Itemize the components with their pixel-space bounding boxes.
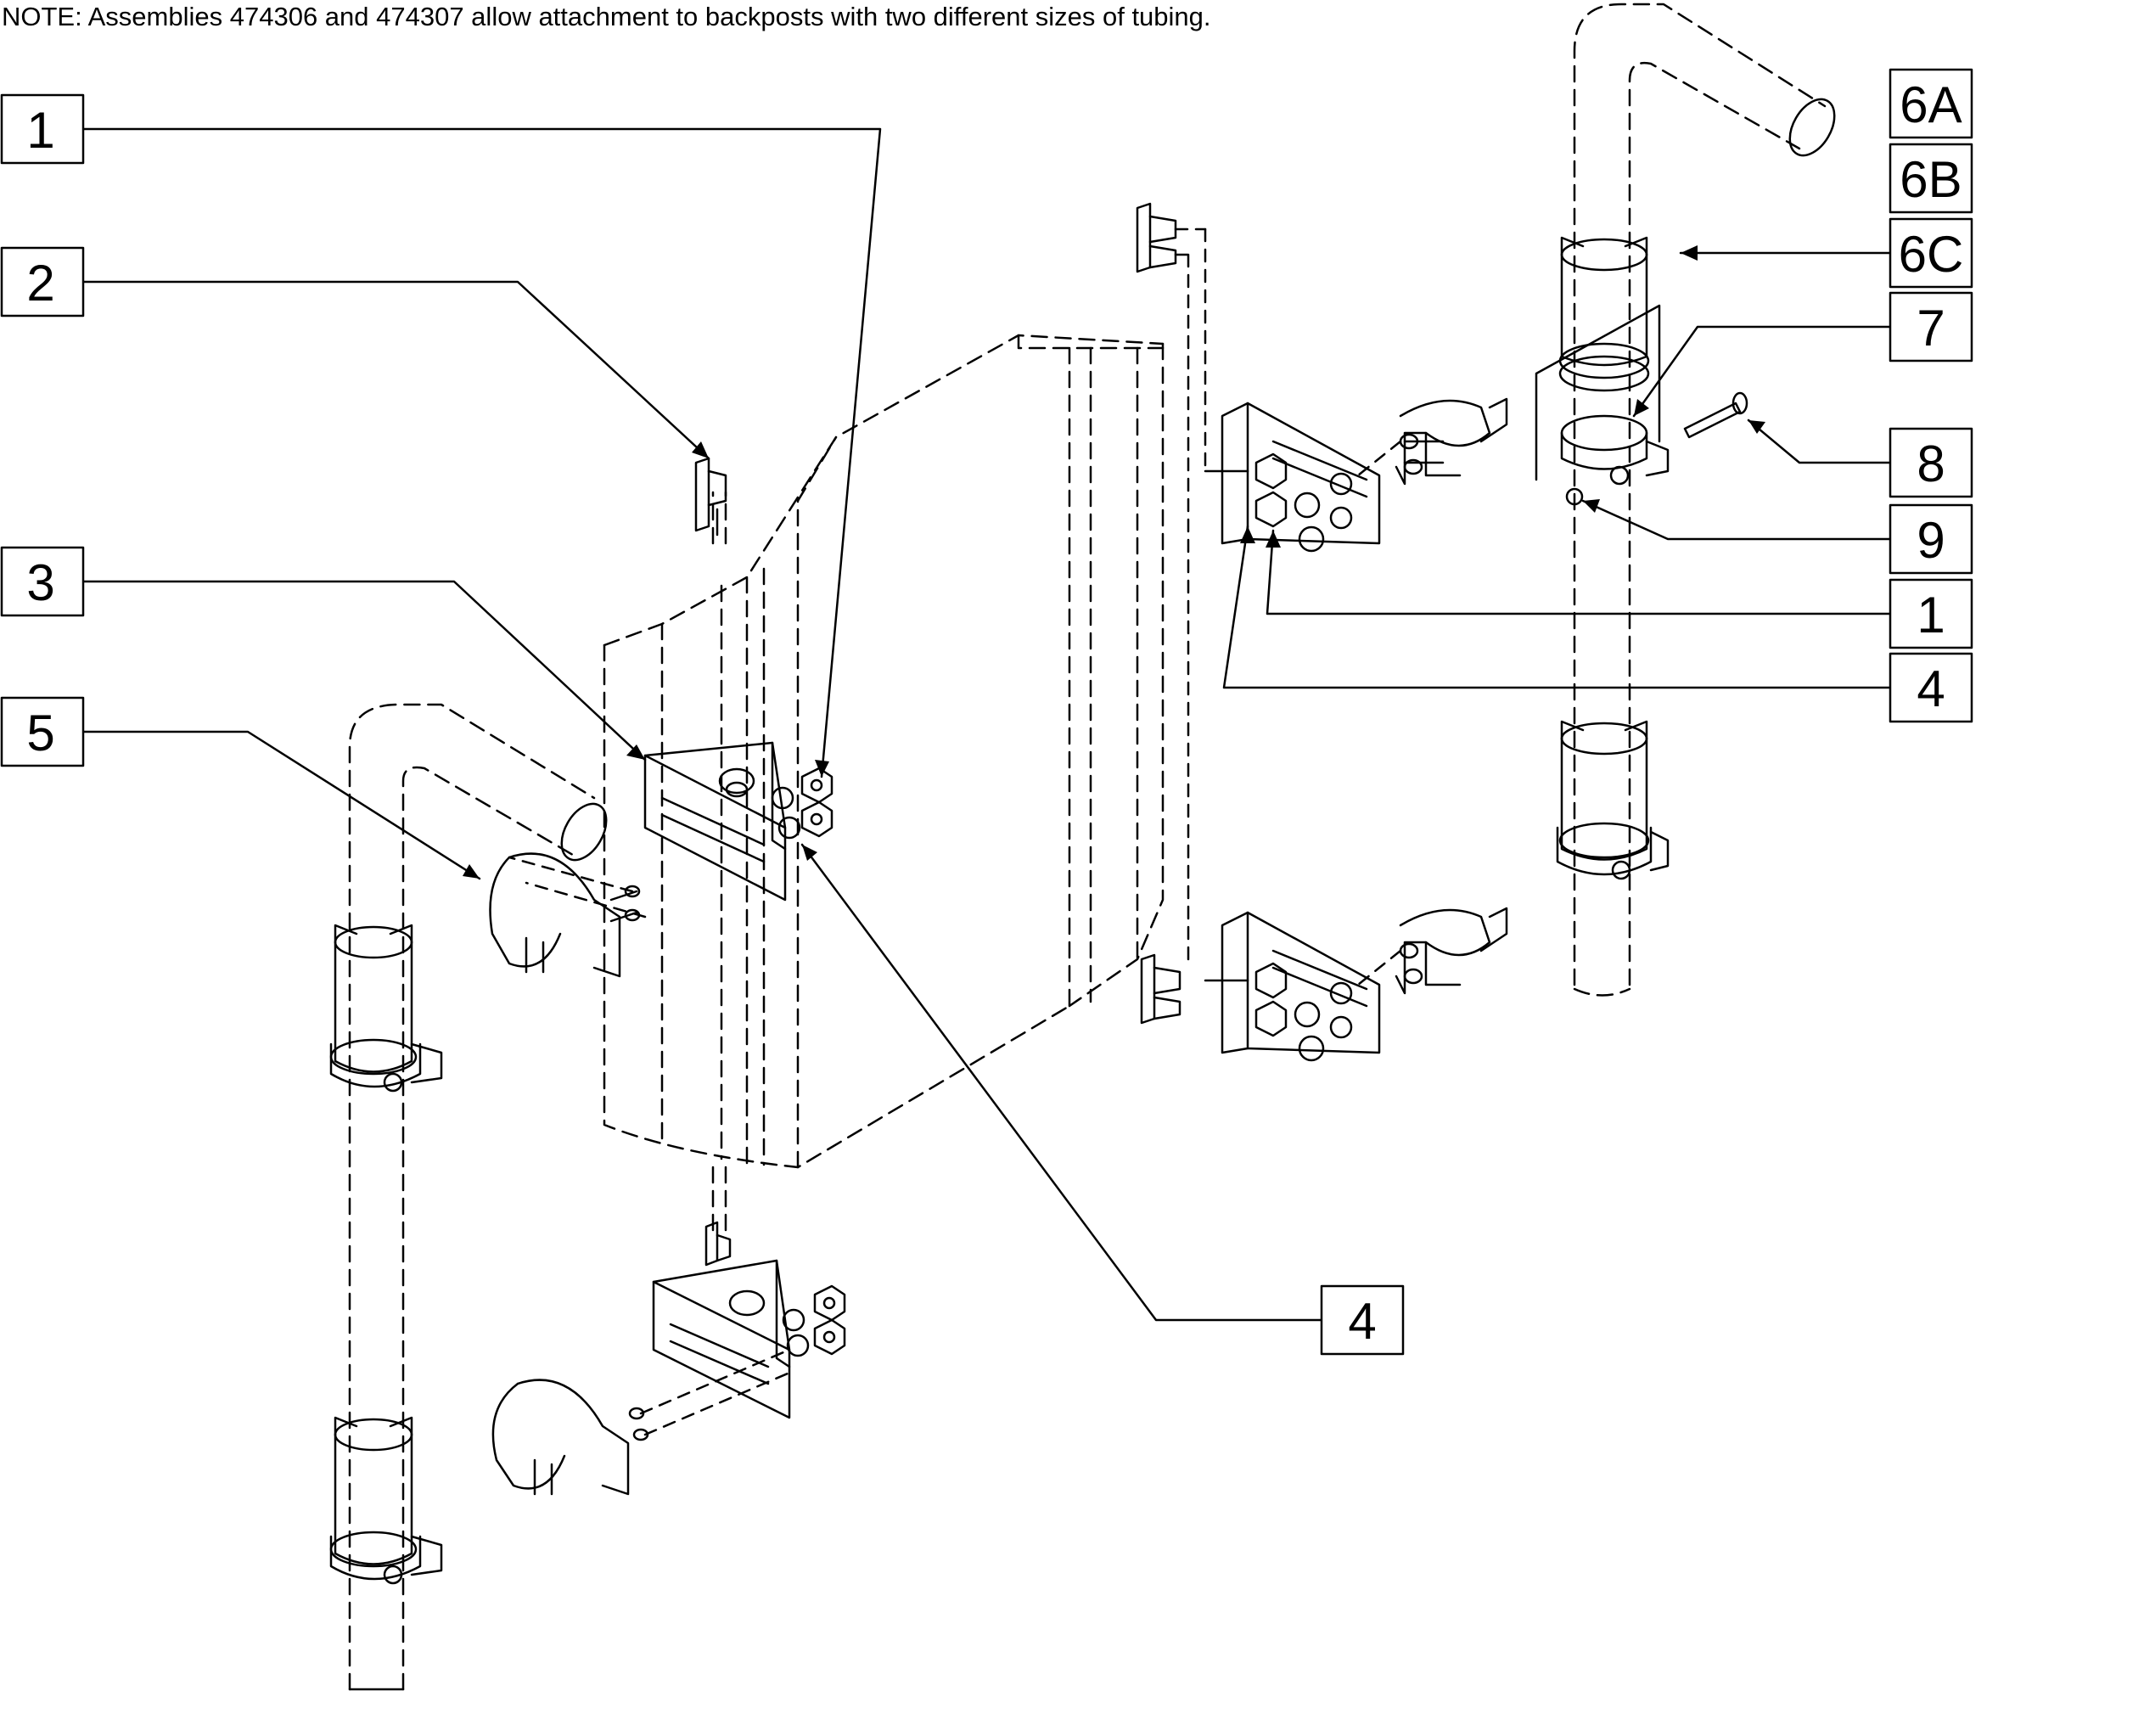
- callout-box-left-5: [0, 696, 85, 767]
- callout-label-left-2: 2: [26, 255, 54, 312]
- left-lower-clamp: [329, 1416, 443, 1585]
- callout-box-left-3: [0, 546, 85, 617]
- left-top-pin: [694, 457, 727, 537]
- diagram-note: NOTE: Assemblies 474306 and 474307 allow…: [2, 2, 1211, 31]
- callout-box-right-1: [1889, 578, 1973, 649]
- right-upper-top-pin: [1136, 202, 1177, 273]
- callout-label-right-1: 1: [1917, 587, 1945, 643]
- clamp-sheath: [1535, 304, 1661, 481]
- callout-label-6b: 6B: [1900, 151, 1962, 208]
- left-upper-hardware: [771, 767, 833, 840]
- callout-box-6b: [1889, 143, 1973, 214]
- leader-lines: [81, 127, 1892, 1322]
- callout-box-6c: [1889, 217, 1973, 289]
- left-bottom-pin: [704, 1221, 732, 1267]
- right-backpost-tube: [1573, 3, 1827, 997]
- callout-box-right-4: [1889, 652, 1973, 723]
- callout-box-9: [1889, 503, 1973, 575]
- callout-label-7: 7: [1917, 300, 1945, 357]
- callout-box-left-2: [0, 246, 85, 317]
- right-upper-hardware: [1254, 452, 1353, 553]
- right-upper-bracket: [1204, 402, 1381, 545]
- right-upper-back-clamp: [1395, 397, 1508, 486]
- callout-box-7: [1889, 291, 1973, 362]
- right-upper-clamp-7: [1560, 414, 1670, 486]
- callout-label-left-3: 3: [26, 554, 54, 611]
- left-tube-end: [560, 802, 608, 862]
- callout-boxes: [0, 68, 1973, 1356]
- callout-label-8: 8: [1917, 435, 1945, 492]
- callout-labels: 1 2 3 5 4 6A 6B 6C 7 8 9 1 4: [26, 76, 1963, 1350]
- right-lower-top-pin: [1140, 953, 1181, 1025]
- left-lower-bracket: [652, 1259, 791, 1419]
- left-upper-bracket: [643, 741, 787, 902]
- callout-label-left-5: 5: [26, 705, 54, 761]
- back-panel-outline: [603, 334, 1165, 1233]
- callout-label-left-1: 1: [26, 102, 54, 159]
- right-lower-hardware: [1254, 962, 1353, 1062]
- callout-box-bottom-4: [1320, 1284, 1405, 1356]
- callout-box-6a: [1889, 68, 1973, 139]
- callout-label-6c: 6C: [1899, 226, 1964, 283]
- right-lower-clamp: [1556, 720, 1670, 880]
- nut-9: [1565, 487, 1584, 506]
- leader-arrowheads: [463, 245, 1765, 879]
- left-lower-back-clamp: [491, 1379, 649, 1496]
- callout-label-right-4: 4: [1917, 660, 1945, 717]
- callout-box-left-1: [0, 93, 85, 165]
- left-backpost-tube: [348, 703, 596, 1691]
- right-alignment-lines: [1174, 228, 1402, 986]
- left-lower-hardware: [782, 1284, 846, 1357]
- left-upper-clamp: [329, 924, 443, 1093]
- right-tube-end: [1788, 98, 1836, 157]
- callout-label-9: 9: [1917, 512, 1945, 569]
- left-alignment-lines: [508, 856, 795, 1436]
- right-lower-bracket: [1204, 911, 1381, 1054]
- right-upper-clamp-6c: [1558, 236, 1650, 392]
- right-lower-back-clamp: [1395, 907, 1508, 995]
- callout-box-8: [1889, 427, 1973, 498]
- callout-label-bottom-4: 4: [1348, 1293, 1376, 1350]
- screw-8: [1683, 391, 1748, 439]
- callout-label-6a: 6A: [1900, 76, 1962, 133]
